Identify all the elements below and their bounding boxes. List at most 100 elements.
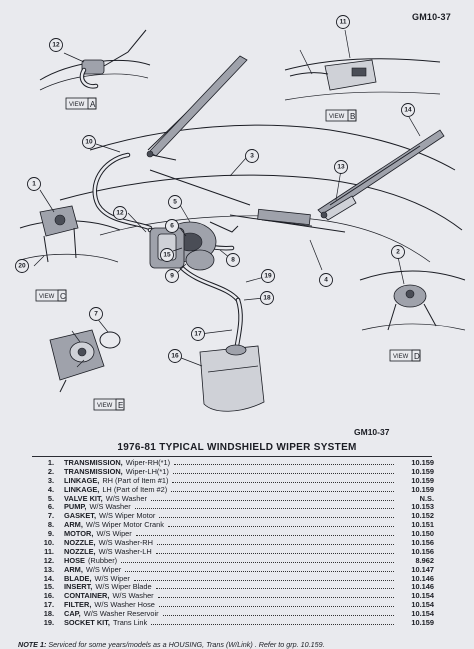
part-description: W/S Washer	[89, 502, 131, 512]
svg-text:11: 11	[340, 19, 347, 26]
svg-text:10: 10	[85, 139, 93, 146]
part-number: 19.	[43, 618, 54, 628]
part-name: VALVE KIT,	[64, 493, 103, 503]
footnote-label: NOTE 1:	[18, 640, 47, 649]
part-name: ARM,	[64, 564, 83, 574]
part-group-number: 10.156	[411, 546, 434, 556]
part-name: ARM,	[64, 520, 83, 530]
view-e-detail	[49, 329, 121, 393]
part-name: TRANSMISSION,	[64, 458, 123, 467]
callout-14: 14	[401, 103, 415, 117]
dot-leader	[158, 606, 394, 608]
dot-leader	[155, 588, 394, 590]
part-number: 1.	[47, 458, 54, 467]
part-name: GASKET,	[64, 511, 97, 521]
part-description: W/S Wiper Blade	[95, 582, 152, 592]
part-number: 9.	[47, 529, 54, 539]
part-description: W/S Wiper	[85, 564, 122, 574]
svg-text:12: 12	[116, 210, 124, 217]
callout-1: 1	[27, 177, 41, 191]
callout-5: 5	[168, 195, 182, 209]
part-number: 12.	[43, 555, 54, 565]
part-group-number: 10.154	[411, 609, 434, 619]
svg-text:14: 14	[404, 107, 412, 114]
part-group-number: 10.154	[411, 600, 434, 610]
part-description: W/S Wiper Motor	[99, 511, 156, 521]
callout-17: 17	[191, 327, 205, 341]
svg-text:VIEW: VIEW	[39, 294, 55, 300]
dot-leader	[174, 464, 394, 465]
part-name: HOSE	[64, 555, 85, 565]
part-description: (Rubber)	[87, 555, 118, 565]
part-number: 10.	[43, 538, 54, 548]
part-name: NOZZLE,	[64, 546, 96, 556]
diagram-code-middle: GM10-37	[354, 427, 390, 437]
dot-leader	[151, 624, 394, 626]
rh-wiper-arm-blade	[317, 129, 445, 221]
part-number: 7.	[47, 511, 54, 521]
svg-text:VIEW: VIEW	[97, 403, 113, 409]
title-rule	[32, 456, 432, 457]
part-name: INSERT,	[64, 582, 93, 592]
cowl-inner-edge	[99, 215, 431, 263]
part-number: 6.	[47, 502, 54, 512]
callout-13: 13	[334, 160, 348, 174]
part-number: 4.	[47, 484, 54, 494]
svg-text:8: 8	[231, 257, 235, 264]
view-label-c: VIEW C	[35, 289, 67, 302]
callout-8: 8	[226, 253, 240, 267]
part-description: W/S Washer Hose	[94, 600, 155, 610]
callout-12b: 12	[113, 206, 127, 220]
part-description: W/S Washer Reservoir	[83, 609, 159, 619]
dot-leader	[157, 597, 394, 599]
svg-text:7: 7	[94, 311, 98, 318]
svg-text:VIEW: VIEW	[329, 114, 345, 120]
part-description: LH (Part of Item #2)	[102, 484, 168, 494]
part-number: 8.	[47, 520, 54, 530]
wiper-system-diagram: VIEW A VIEW B VIEW C VIEW D VIEW E 1 2 3…	[15, 15, 466, 412]
part-number: 16.	[43, 591, 54, 601]
callout-4: 4	[319, 273, 333, 287]
part-name: LINKAGE,	[64, 475, 100, 485]
list-item: 1.TRANSMISSION,Wiper-RH(*1)10.159	[34, 458, 434, 468]
svg-text:1: 1	[32, 181, 36, 188]
part-group-number: 10.159	[411, 466, 434, 476]
callout-15: 15	[160, 248, 174, 262]
callout-16: 16	[168, 349, 182, 363]
part-group-number: 10.151	[411, 520, 434, 530]
dot-leader	[172, 472, 394, 474]
dot-leader	[172, 481, 394, 483]
dot-leader	[125, 570, 394, 572]
svg-text:6: 6	[170, 223, 174, 230]
view-b-detail	[284, 58, 441, 101]
linkage-rods	[149, 169, 346, 233]
part-name: CONTAINER,	[64, 591, 110, 601]
dot-leader	[134, 508, 394, 510]
part-number: 13.	[43, 564, 54, 574]
svg-text:13: 13	[337, 164, 345, 171]
svg-text:VIEW: VIEW	[69, 102, 85, 108]
callout-3: 3	[245, 149, 259, 163]
callout-18: 18	[260, 291, 274, 305]
view-label-d: VIEW D	[389, 349, 421, 362]
svg-text:12: 12	[52, 42, 60, 49]
washer-reservoir	[199, 344, 265, 412]
view-label-e: VIEW E	[93, 398, 125, 411]
view-c-detail	[19, 205, 121, 263]
part-number: 5.	[47, 493, 54, 503]
svg-text:15: 15	[163, 252, 171, 259]
list-item: 2.TRANSMISSION,Wiper-LH(*1)10.159	[34, 466, 434, 477]
part-group-number: 10.146	[411, 573, 434, 583]
part-name: MOTOR,	[64, 529, 94, 539]
part-number: 15.	[43, 582, 54, 592]
part-number: 17.	[43, 600, 54, 610]
svg-text:17: 17	[194, 331, 202, 338]
svg-text:A: A	[90, 100, 96, 109]
